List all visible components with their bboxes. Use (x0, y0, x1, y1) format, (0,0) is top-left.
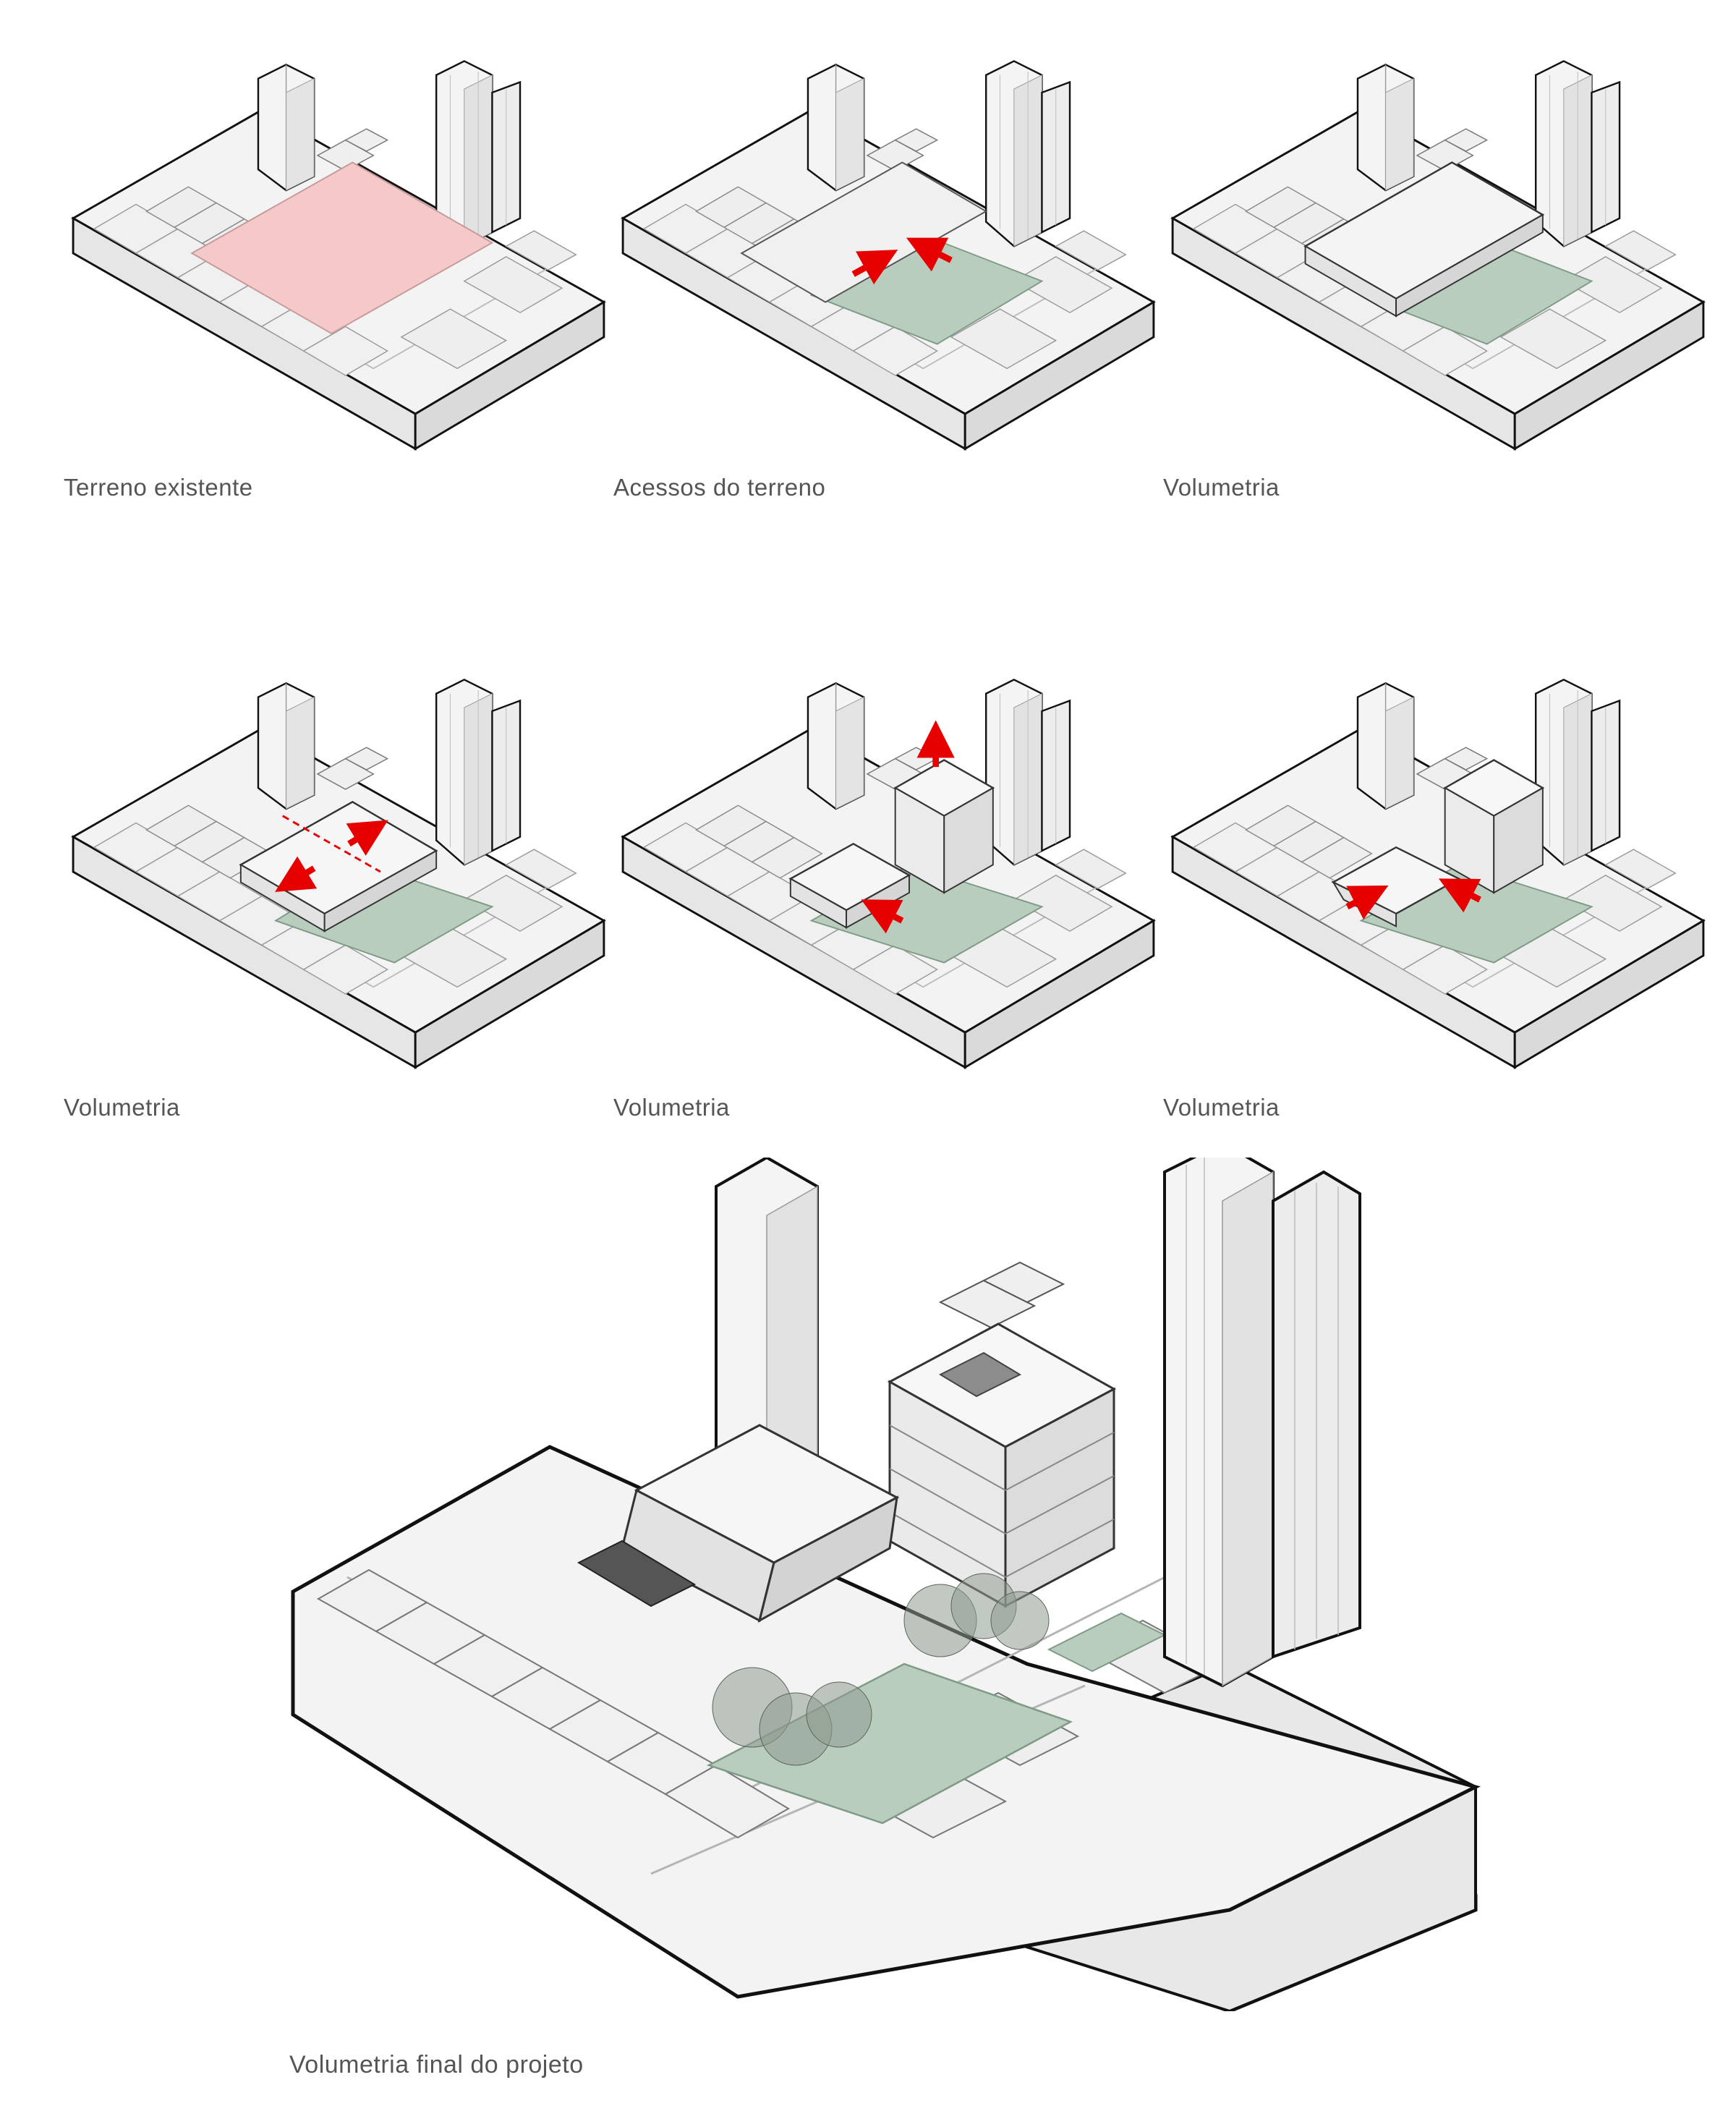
step-caption-3: Volumetria (1163, 474, 1280, 501)
roof-grid (938, 1351, 1022, 1398)
diagram-panel-6 (1163, 669, 1713, 1074)
final-caption: Volumetria final do projeto (289, 2051, 584, 2078)
site-highlight (190, 161, 494, 335)
diagram-panel-4 (64, 669, 613, 1074)
diagram-panel-2 (613, 51, 1163, 456)
volume-lift-model (621, 679, 1155, 1069)
volume-tilt-model (1171, 679, 1705, 1069)
tilt-arrow-right (1438, 878, 1481, 913)
tilt-arrow-left (1345, 885, 1389, 920)
entry-arrow (861, 899, 904, 934)
step-caption-2: Acessos do terreno (613, 474, 826, 501)
step-caption-6: Volumetria (1163, 1094, 1280, 1121)
final-project-model (291, 1158, 1481, 2011)
existing-hall (740, 161, 988, 303)
site-existing-model (72, 60, 605, 450)
diagram-panel-1 (64, 51, 613, 456)
split-arrow-down (275, 856, 318, 892)
access-arrow-1 (851, 250, 898, 285)
step-caption-1: Terreno existente (64, 474, 253, 501)
final-diagram-panel (289, 1158, 1483, 2011)
access-arrow-2 (906, 237, 953, 272)
diagram-panel-5 (613, 669, 1163, 1074)
step-caption-5: Volumetria (613, 1094, 730, 1121)
step-caption-4: Volumetria (64, 1094, 180, 1121)
volume-split-model (72, 679, 605, 1069)
trees (712, 1573, 1050, 1766)
site-access-model (621, 60, 1155, 450)
split-line (282, 815, 381, 873)
volume-model-1 (1171, 60, 1705, 450)
split-arrow-up (346, 820, 388, 856)
diagram-panel-3 (1163, 51, 1713, 456)
